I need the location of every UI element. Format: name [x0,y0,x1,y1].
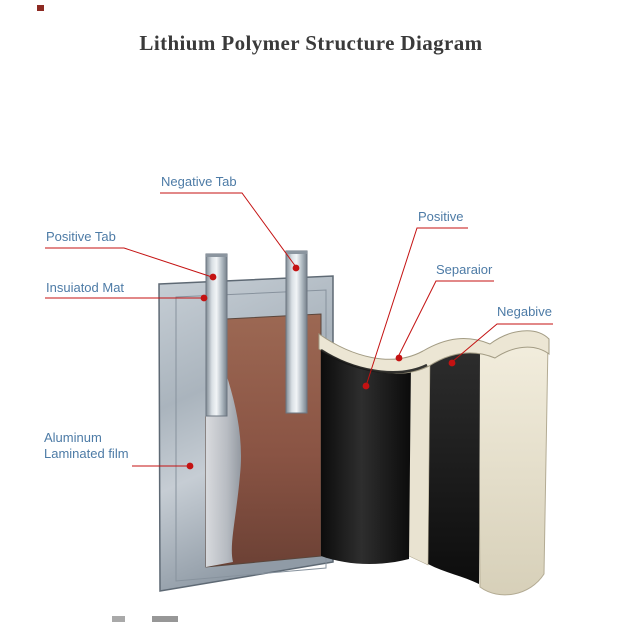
front-black-sheet [321,341,411,565]
positive-tab-strip [205,253,228,417]
positive-tab-top-edge [206,254,227,257]
crop-artifact-bottom-1 [112,616,125,622]
leader-dots [186,264,456,470]
negative-tab-dot [292,264,300,272]
negative-tab-top-edge [286,251,307,254]
label-aluminum-line2: Laminated film [44,446,129,461]
label-aluminum-film: Aluminum Laminated film [44,430,129,462]
leader-lines [45,192,553,467]
label-aluminum-line1: Aluminum [44,430,102,445]
insulated-mat-dot [200,294,208,302]
label-insulated-mat: Insuiatod Mat [46,280,125,295]
negative-dot [448,359,456,367]
separator-dot [395,354,403,362]
positive-tab-dot [209,273,217,281]
aluminum-film-dot [186,462,194,470]
separator-leader-line [397,280,494,358]
second-black-sheet [428,347,480,584]
diagram-title: Lithium Polymer Structure Diagram [139,31,483,55]
label-separator: Separaior [436,262,493,277]
cap-under-edge [320,348,428,374]
tabs [205,250,308,417]
label-positive-tab: Positive Tab [46,229,116,244]
crop-artifact-top [37,5,44,11]
label-negative-tab: Negative Tab [161,174,237,189]
negative-leader-line [451,323,553,363]
label-negative: Negabive [497,304,552,319]
outer-cream-sheet [477,333,549,596]
label-positive: Positive [418,209,464,224]
positive-tab-leader-line [45,247,213,278]
negative-tab-strip [285,250,308,414]
layer-stack [318,330,550,596]
crop-artifact-bottom-2 [152,616,178,622]
top-cream-cap [318,330,550,374]
positive-dot [362,382,370,390]
pouch-inner-frame [175,289,327,582]
negative-tab-leader-line [160,192,297,268]
positive-leader-line [365,227,468,387]
